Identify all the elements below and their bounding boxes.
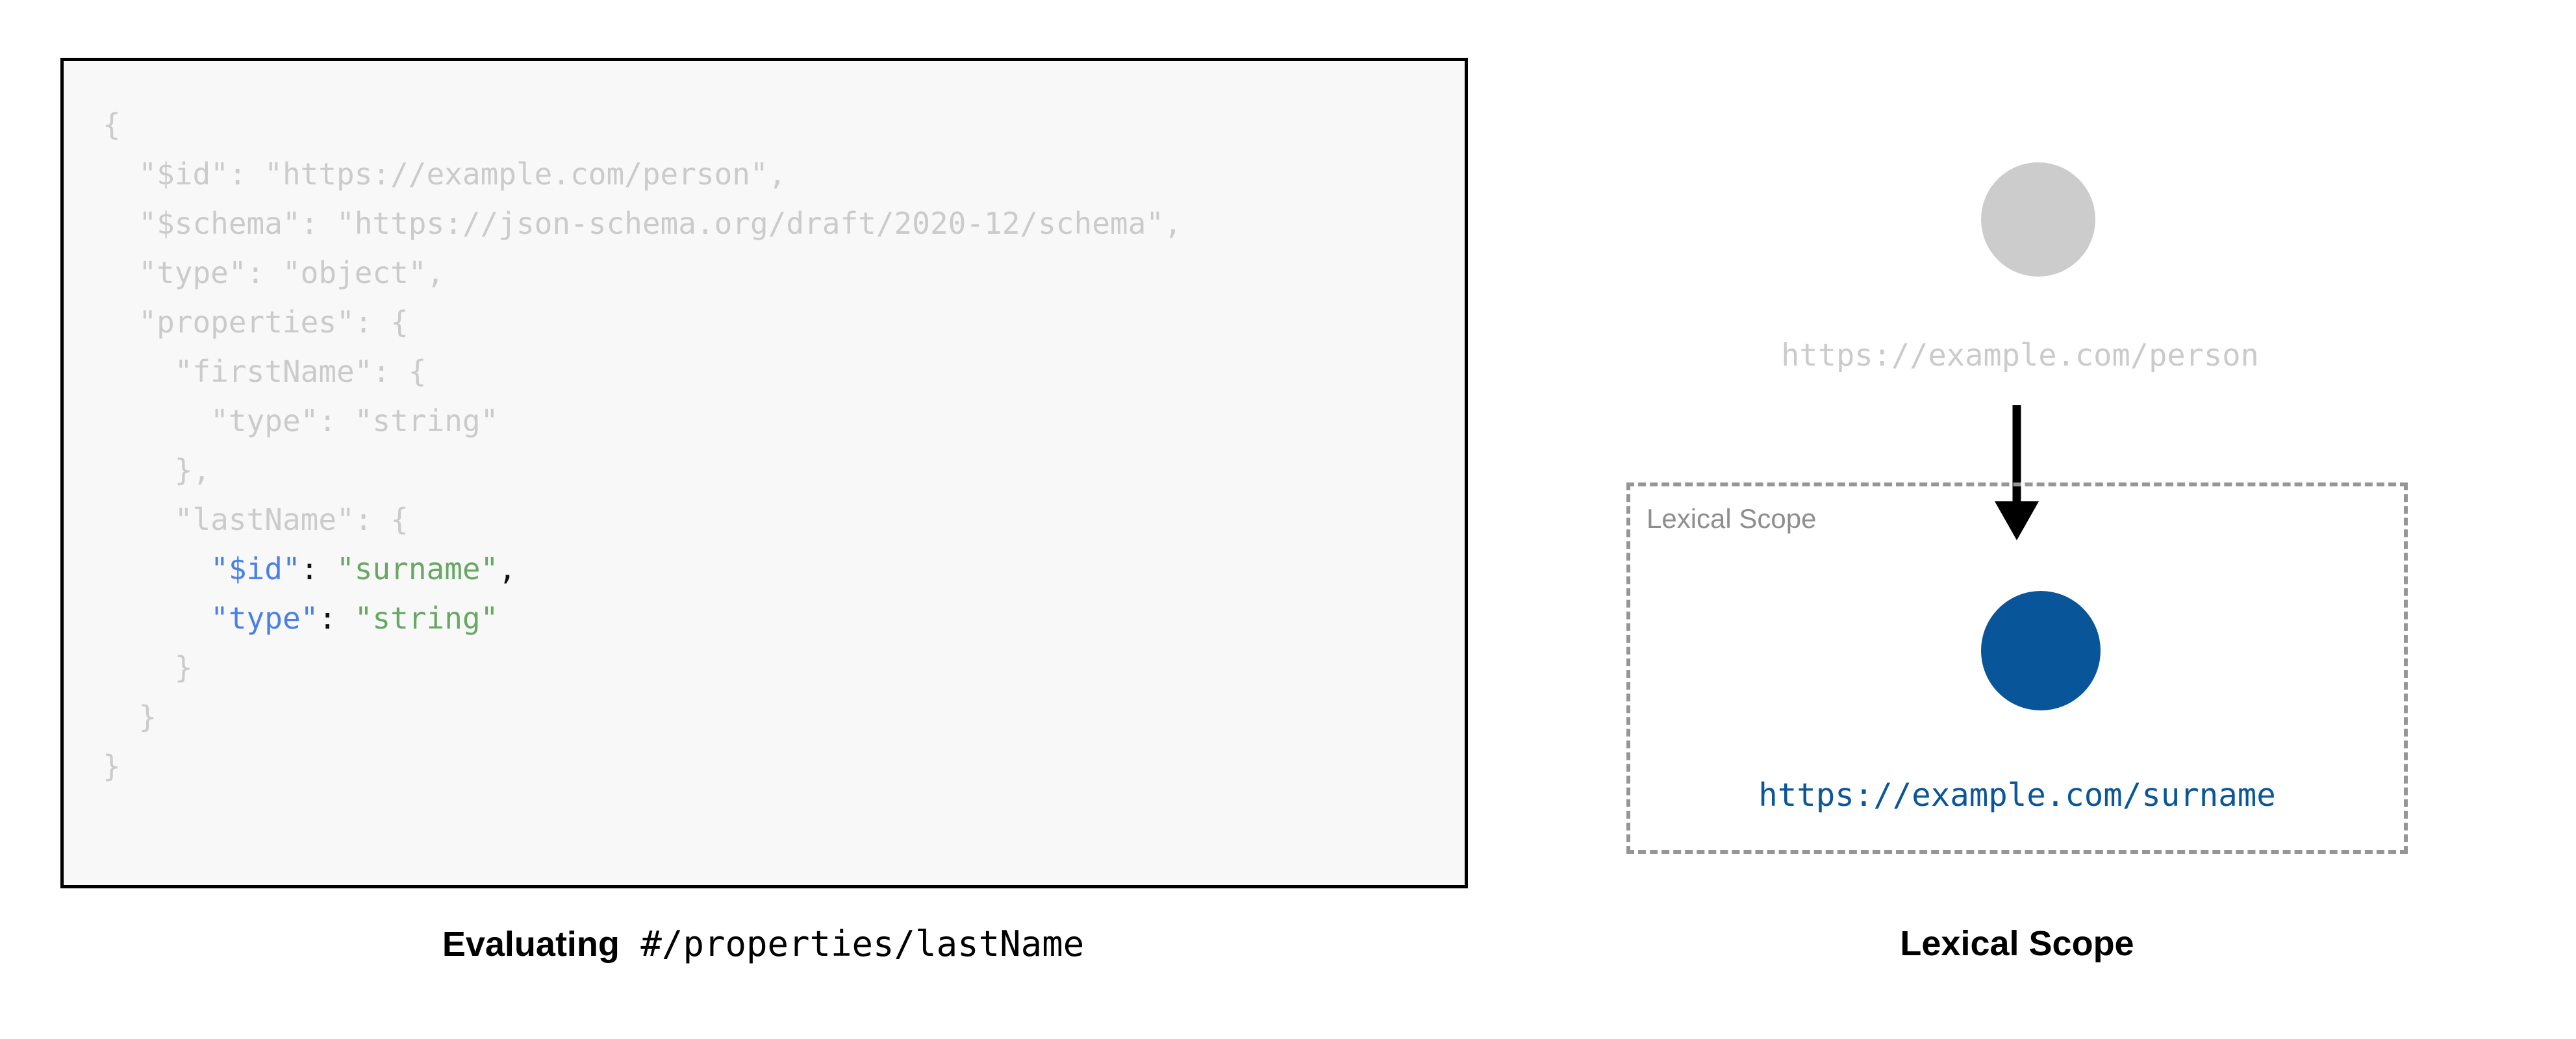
right-caption: Lexical Scope — [1900, 924, 2134, 963]
root-schema-node-label: https://example.com/person — [1781, 338, 2259, 373]
left-caption-mono: #/properties/lastName — [640, 923, 1085, 964]
scoped-schema-node-circle — [1981, 591, 2101, 710]
json-schema-code-block: { "$id": "https://example.com/person", "… — [60, 58, 1468, 888]
left-caption-pointer — [620, 923, 641, 964]
lexical-scope-box — [1626, 482, 2408, 854]
right-panel: https://example.com/person Lexical Scope… — [1526, 0, 2576, 1039]
code-text: { "$id": "https://example.com/person", "… — [103, 107, 1182, 784]
left-caption-bold: Evaluating — [442, 925, 620, 964]
scoped-schema-node-label: https://example.com/surname — [1758, 777, 2276, 814]
lexical-scope-box-label: Lexical Scope — [1647, 503, 1817, 534]
scope-arrow-icon — [1995, 405, 2039, 540]
left-panel: { "$id": "https://example.com/person", "… — [0, 58, 1526, 964]
root-schema-node-circle — [1981, 162, 2095, 277]
left-caption: Evaluating #/properties/lastName — [0, 923, 1526, 964]
